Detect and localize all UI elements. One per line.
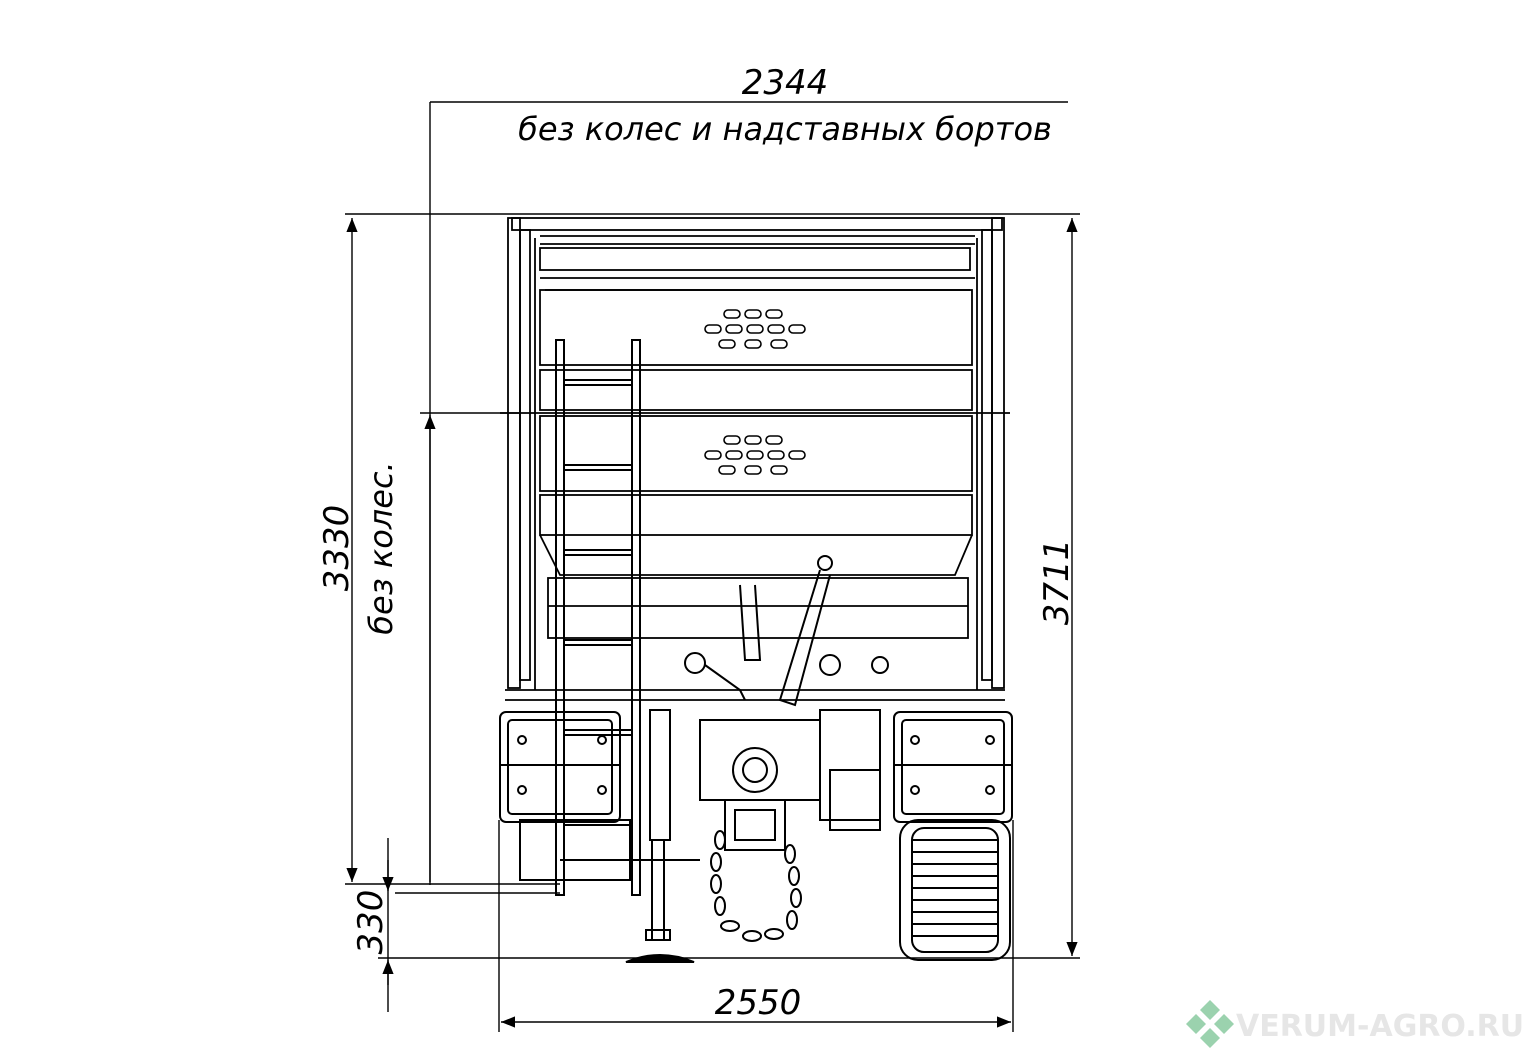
watermark: VERUM-AGRO.RU — [1186, 1000, 1524, 1048]
dimension-bottom-value: 2550 — [715, 983, 802, 1023]
dimension-top-note: без колес и надставных бортов — [518, 110, 1052, 148]
jack-stand — [625, 839, 695, 963]
trailer-body — [500, 217, 1010, 701]
drawbar-mechanism — [519, 555, 889, 881]
safety-chain — [710, 830, 802, 942]
fenders — [499, 711, 1013, 823]
ventilation-slots — [704, 309, 806, 475]
dimension-lines — [345, 101, 1080, 1032]
watermark-logo-icon — [1186, 1000, 1234, 1048]
dimension-clearance-value: 330 — [351, 890, 391, 955]
dimension-top-value: 2344 — [742, 63, 829, 103]
watermark-text: VERUM-AGRO.RU — [1236, 1009, 1524, 1044]
wheel-tire — [899, 819, 1011, 961]
ladder — [555, 339, 641, 896]
dimension-left-value: 3330 — [317, 505, 357, 592]
dimension-left-note: без колес. — [362, 461, 400, 634]
dimension-right-value: 3711 — [1037, 539, 1077, 626]
